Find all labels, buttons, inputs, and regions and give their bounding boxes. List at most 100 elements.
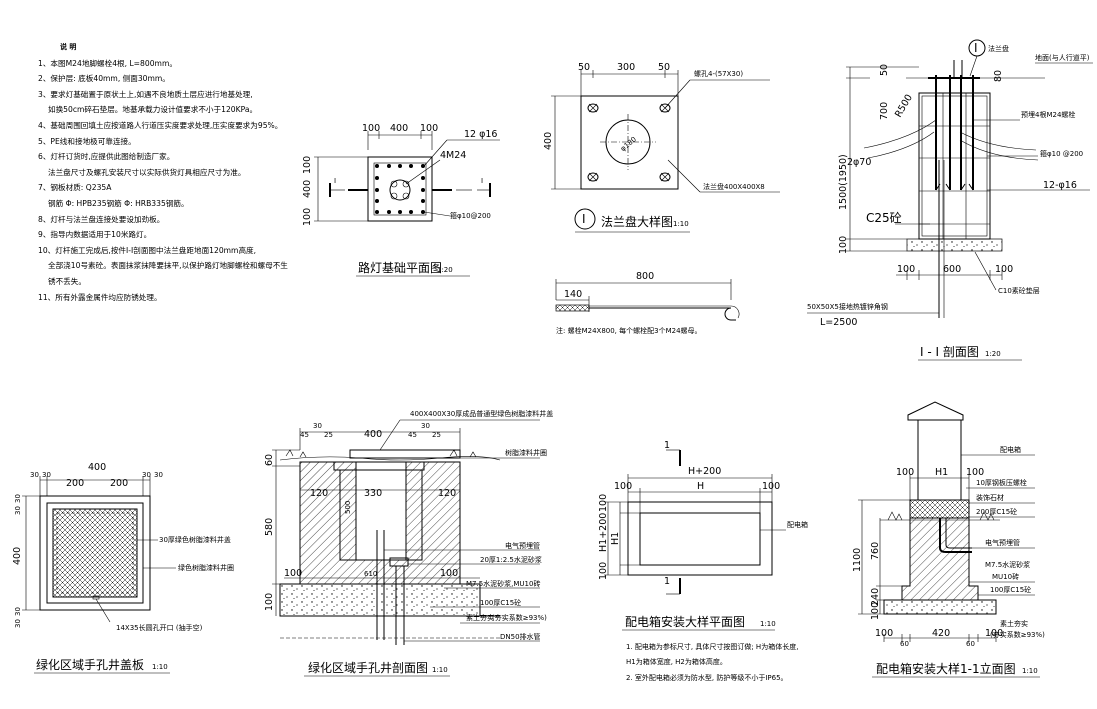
well-dim-top: 45 bbox=[300, 431, 309, 439]
cover-plate-fill bbox=[52, 508, 138, 598]
plan-dim-top: 100 bbox=[420, 123, 438, 134]
flange-dim-top: 300 bbox=[617, 62, 635, 73]
box-elevation: 100 H1 100 760 1100 240 100 100 60 420 6… bbox=[852, 401, 1045, 678]
elev-base-label: 100厚C15砼 bbox=[990, 585, 1031, 594]
section-flange-marker: I bbox=[974, 41, 978, 55]
note-line: 法兰盘尺寸及螺孔安装尺寸以实际供货灯具相应尺寸为准。 bbox=[48, 167, 246, 177]
note-line: 6、灯杆订货时,应提供此图给制造厂家。 bbox=[38, 152, 175, 162]
box-dim-left: H1+200 bbox=[598, 513, 609, 552]
well-soil-label: 素土夯实 bbox=[466, 613, 494, 622]
box-note: 2. 室外配电箱必须为防水型, 防护等级不小于IP65。 bbox=[626, 673, 788, 682]
section-foundation bbox=[918, 92, 991, 240]
plan-dim-top: 400 bbox=[390, 123, 408, 134]
cover-label-3: 14X35长圆孔开口 (抽手空) bbox=[116, 623, 203, 632]
box-cut-mark: 1 bbox=[664, 440, 670, 451]
box-concrete-base bbox=[883, 599, 997, 615]
elev-dim-top: 100 bbox=[966, 467, 984, 478]
section-dim-bottom: 600 bbox=[943, 264, 961, 275]
elev-box-label: 配电箱 bbox=[1000, 445, 1021, 454]
section-bed-label: C10素砼垫层 bbox=[998, 286, 1040, 295]
elev-bolt-label: 10厚钢板压螺栓 bbox=[976, 478, 1027, 487]
box-dim-side: 100 bbox=[762, 481, 780, 492]
box-plan-label: 配电箱 bbox=[787, 520, 808, 529]
cover-scale: 1:10 bbox=[152, 663, 168, 671]
elev-dim-bottom: 100 bbox=[875, 628, 893, 639]
cover-dim: 30 bbox=[30, 471, 39, 479]
cover-dim: 200 bbox=[66, 478, 84, 489]
anchor-bolt-detail: 800 140 注: 螺栓M24X800, 每个螺栓配3个M24螺母。 bbox=[555, 271, 740, 335]
flange-dim-top: 50 bbox=[658, 62, 670, 73]
well-dim-top: 45 bbox=[408, 431, 417, 439]
flange-detail: φ180 50 300 50 400 螺孔4-(57X30) 法兰盘400X40… bbox=[543, 62, 780, 233]
section-concrete-label: C25砼 bbox=[866, 211, 902, 225]
plan-bolt bbox=[402, 180, 410, 188]
bolt-thread bbox=[555, 304, 590, 312]
section-ground-bar-label: 50X50X5接地热镀锌角钢 bbox=[807, 302, 888, 311]
flange-circle-dim: φ180 bbox=[619, 135, 638, 153]
cover-ring bbox=[46, 502, 144, 604]
section-dim-bottom: 100 bbox=[897, 264, 915, 275]
plan-bolt bbox=[390, 180, 398, 188]
general-notes: 说 明 1、本图M24地脚螺栓4根, L=800mm。 2、保护层: 底板40m… bbox=[38, 40, 308, 305]
well-dim-inner: 330 bbox=[364, 488, 382, 499]
well-dim-left: 580 bbox=[264, 518, 275, 536]
elev-dim-left: 760 bbox=[870, 542, 881, 560]
bolt-shank bbox=[589, 307, 736, 321]
note-line: 1、本图M24地脚螺栓4根, L=800mm。 bbox=[38, 58, 177, 68]
box-plan-scale: 1:10 bbox=[760, 620, 776, 628]
well-mortar-label: 20厚1:2.5水泥砂浆 bbox=[480, 555, 542, 564]
section-mark: I bbox=[481, 177, 483, 185]
cover-title: 绿化区域手孔井盖板 bbox=[36, 657, 144, 672]
flange-marker-label: I bbox=[582, 212, 586, 226]
cover-dim-left: 30 bbox=[14, 619, 22, 628]
note-line: 如换50cm碎石垫层。地基承载力设计值要求不小于120KPa。 bbox=[48, 105, 258, 115]
cover-dim-left: 30 bbox=[14, 506, 22, 515]
well-dim-left: 100 bbox=[264, 593, 275, 611]
flange-plate-label: 法兰盘400X400X8 bbox=[703, 182, 765, 191]
section-mark: I bbox=[334, 177, 336, 185]
section-bed bbox=[906, 238, 1003, 252]
well-dim-100: 100 bbox=[440, 568, 458, 579]
cover-plate: 30 400 30 30 200 200 30 30 30 400 30 30 … bbox=[12, 462, 234, 674]
cover-dim: 30 bbox=[154, 471, 163, 479]
note-line: 3、要求灯基础置于原状土上,如遇不良地质土层应进行地基处理, bbox=[38, 89, 253, 99]
well-dim-top: 25 bbox=[324, 431, 333, 439]
section-title: I - I 剖面图 bbox=[920, 345, 979, 359]
section-dim-left: 50 bbox=[879, 64, 890, 76]
elev-dim-left: 240 bbox=[870, 588, 881, 606]
box-dim-top-outer: H+200 bbox=[688, 466, 721, 477]
well-dim-610: 610 bbox=[364, 570, 377, 578]
bolt-dim-total: 800 bbox=[636, 271, 654, 282]
flange-scale: 1:10 bbox=[673, 220, 689, 228]
section-pipe-label: 2φ70 bbox=[847, 157, 871, 168]
plan-stirrup-label: 箍φ10@200 bbox=[450, 211, 491, 220]
foundation-plan: I I 100 400 100 100 400 100 12 φ16 4M24 … bbox=[302, 123, 500, 277]
well-ring-label: 树脂漆料井圈 bbox=[505, 448, 547, 457]
cover-dim: 30 bbox=[42, 471, 51, 479]
cover-dim-left: 30 bbox=[14, 494, 22, 503]
section-dim-left: 100 bbox=[838, 236, 849, 254]
box-stone-base bbox=[909, 499, 970, 519]
cover-dim: 400 bbox=[88, 462, 106, 473]
elev-dim-top: H1 bbox=[935, 467, 948, 478]
plan-scale: 1:20 bbox=[437, 266, 453, 274]
elev-dim-bottom: 100 bbox=[985, 628, 1003, 639]
plan-rebar-dots bbox=[375, 164, 425, 214]
section-dim-left: 1500(1950) bbox=[838, 154, 849, 210]
elev-dim-top: 100 bbox=[896, 467, 914, 478]
cover-label-1: 30厚绿色树脂漆料井盖 bbox=[159, 535, 231, 544]
note-line: 7、钢板材质: Q235A bbox=[38, 183, 112, 193]
section-flange-label: 法兰盘 bbox=[988, 44, 1009, 53]
note-line: 全部浇10号素砼。表面抹浆抹降要抹平,以保护路灯地脚螺栓和螺母不生 bbox=[48, 261, 288, 271]
elev-soil-note: (夯实系数≥93%) bbox=[990, 630, 1045, 639]
section-ground-bar-len: L=2500 bbox=[820, 317, 857, 328]
section-rebar-label: 12-φ16 bbox=[1043, 180, 1077, 191]
plan-bolt bbox=[402, 192, 410, 200]
elev-mortar-label: M7.5水泥砂浆 bbox=[985, 560, 1030, 569]
flange-title: 法兰盘大样图 bbox=[601, 214, 673, 229]
well-dim-top: 30 bbox=[421, 422, 430, 430]
well-scale: 1:10 bbox=[432, 666, 448, 674]
cover-dim: 30 bbox=[142, 471, 151, 479]
plan-title: 路灯基础平面图 bbox=[358, 260, 442, 275]
